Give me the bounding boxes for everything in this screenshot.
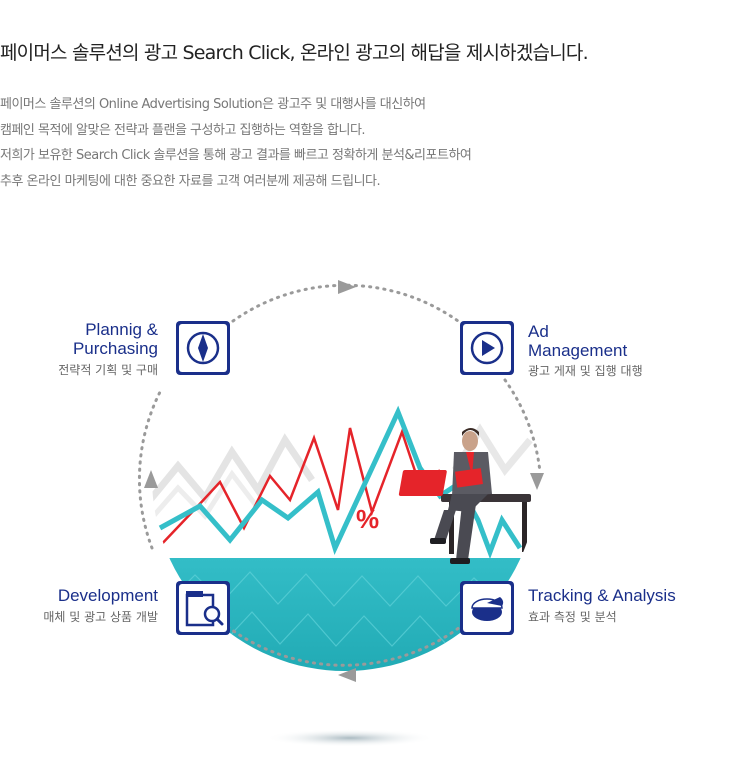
step-planning: Plannig & Purchasing 전략적 기획 및 구매 bbox=[58, 320, 158, 377]
ad-management-title-1: Ad bbox=[528, 322, 549, 341]
pie-chart-icon[interactable] bbox=[460, 581, 514, 635]
intro-line: 페이머스 솔루션의 Online Advertising Solution은 광… bbox=[0, 97, 426, 112]
intro-paragraph: 페이머스 솔루션의 Online Advertising Solution은 광… bbox=[0, 92, 472, 194]
compass-icon[interactable] bbox=[176, 321, 230, 375]
headline: 페이머스 솔루션의 광고 Search Click, 온라인 광고의 해답을 제… bbox=[0, 42, 589, 64]
arrow-left-icon bbox=[338, 668, 356, 682]
arrowheads bbox=[144, 280, 544, 682]
step-tracking: Tracking & Analysis 효과 측정 및 분석 bbox=[528, 586, 676, 624]
document-search-icon[interactable] bbox=[176, 581, 230, 635]
step-ad-management: Ad Management 광고 게재 및 집행 대행 bbox=[528, 322, 643, 378]
development-title: Development bbox=[58, 586, 158, 605]
play-icon[interactable] bbox=[460, 321, 514, 375]
teal-trend-line bbox=[158, 405, 523, 560]
ad-management-title-2: Management bbox=[528, 341, 628, 360]
intro-line: 추후 온라인 마케팅에 대한 중요한 자료를 고객 여러분께 제공해 드립니다. bbox=[0, 173, 381, 189]
intro-line: 저희가 보유한 Search Click 솔루션을 통해 광고 결과를 빠르고 … bbox=[0, 148, 472, 163]
percent-symbol: % bbox=[356, 504, 379, 534]
arrow-down-icon bbox=[530, 473, 544, 490]
tracking-subtitle: 효과 측정 및 분석 bbox=[528, 610, 617, 624]
intro-line: 캠페인 목적에 알맞은 전략과 플랜을 구성하고 집행하는 역할을 합니다. bbox=[0, 122, 366, 138]
red-trend-line bbox=[157, 427, 441, 549]
planning-title-1: Plannig & bbox=[85, 320, 158, 339]
tracking-title: Tracking & Analysis bbox=[528, 586, 676, 605]
planning-title-2: Purchasing bbox=[73, 339, 158, 358]
ad-management-subtitle: 광고 게재 및 집행 대행 bbox=[528, 363, 643, 378]
planning-subtitle: 전략적 기획 및 구매 bbox=[58, 363, 158, 377]
businessman-figure bbox=[430, 428, 492, 564]
arrow-up-icon bbox=[144, 470, 158, 488]
cycle-arrows bbox=[137, 283, 542, 667]
arrow-right-icon bbox=[338, 280, 356, 294]
floor-shadow bbox=[265, 729, 435, 747]
step-development: Development 매체 및 광고 상품 개발 bbox=[43, 586, 158, 624]
development-subtitle: 매체 및 광고 상품 개발 bbox=[43, 610, 158, 624]
